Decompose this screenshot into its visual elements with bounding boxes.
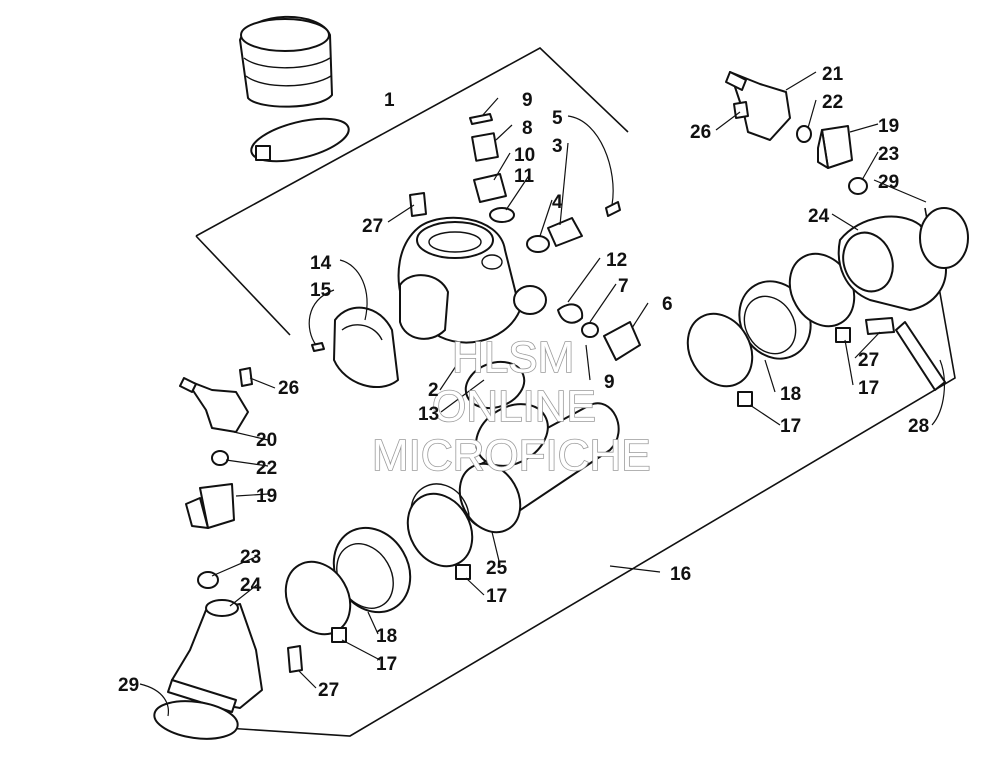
callout-13: 13 xyxy=(418,404,439,425)
callout-19b: 19 xyxy=(878,116,899,137)
callout-3: 3 xyxy=(552,136,563,157)
callout-27c: 27 xyxy=(858,350,879,371)
callout-28: 28 xyxy=(908,416,929,437)
callout-24a: 24 xyxy=(240,575,262,596)
callout-29b: 29 xyxy=(878,172,899,193)
assembly-1-bracket xyxy=(195,47,629,237)
right-manifold xyxy=(837,207,969,391)
callout-18b: 18 xyxy=(780,384,801,405)
callout-17b: 17 xyxy=(486,586,507,607)
callout-4: 4 xyxy=(552,192,563,213)
callout-22a: 22 xyxy=(256,458,277,479)
callout-17a: 17 xyxy=(376,654,397,675)
watermark-line-3: MICROFICHE xyxy=(372,431,651,480)
callout-1: 1 xyxy=(384,90,395,111)
callout-9b: 9 xyxy=(604,372,615,393)
left-couplers xyxy=(284,492,474,643)
callout-19a: 19 xyxy=(256,486,277,507)
callout-6: 6 xyxy=(662,294,673,315)
assembly-1-bracket-lower xyxy=(195,235,291,336)
callout-9a: 9 xyxy=(522,90,533,111)
left-manifold xyxy=(153,599,303,740)
callout-17d: 17 xyxy=(780,416,801,437)
assembly-16-bracket xyxy=(225,207,956,737)
callout-2: 2 xyxy=(428,380,439,401)
callout-15: 15 xyxy=(310,280,332,301)
callout-24b: 24 xyxy=(808,206,830,227)
callout-11: 11 xyxy=(514,166,535,187)
callout-12: 12 xyxy=(606,250,627,271)
throttle-small-parts xyxy=(409,113,641,361)
watermark-line-1: HLSM xyxy=(452,333,574,382)
callout-21: 21 xyxy=(822,64,844,85)
intake-boot xyxy=(239,15,350,163)
callout-10: 10 xyxy=(514,145,535,166)
left-injector-group xyxy=(179,367,253,589)
callout-5: 5 xyxy=(552,108,563,129)
callout-22b: 22 xyxy=(822,92,843,113)
callout-25: 25 xyxy=(486,558,508,579)
callout-7: 7 xyxy=(618,276,629,297)
callout-18a: 18 xyxy=(376,626,397,647)
callout-23a: 23 xyxy=(240,547,261,568)
callout-23b: 23 xyxy=(878,144,899,165)
callout-20: 20 xyxy=(256,430,277,451)
watermark: HLSM ONLINE MICROFICHE xyxy=(371,332,651,481)
leader-lines xyxy=(139,71,945,717)
callouts: 1 9 8 5 3 10 11 4 27 14 15 12 7 6 9 2 13… xyxy=(118,64,929,701)
right-injector-group xyxy=(725,71,868,195)
throttle-body xyxy=(397,216,547,344)
callout-16: 16 xyxy=(670,564,691,585)
callout-8: 8 xyxy=(522,118,533,139)
callout-26a: 26 xyxy=(278,378,299,399)
callout-27b: 27 xyxy=(318,680,339,701)
callout-14: 14 xyxy=(310,253,332,274)
callout-27a: 27 xyxy=(362,216,383,237)
callout-26b: 26 xyxy=(690,122,711,143)
intake-tube xyxy=(410,360,620,547)
throttle-cover xyxy=(311,306,399,389)
right-couplers xyxy=(686,252,856,407)
watermark-line-2: ONLINE xyxy=(432,382,596,431)
callout-17c: 17 xyxy=(858,378,879,399)
callout-29a: 29 xyxy=(118,675,139,696)
